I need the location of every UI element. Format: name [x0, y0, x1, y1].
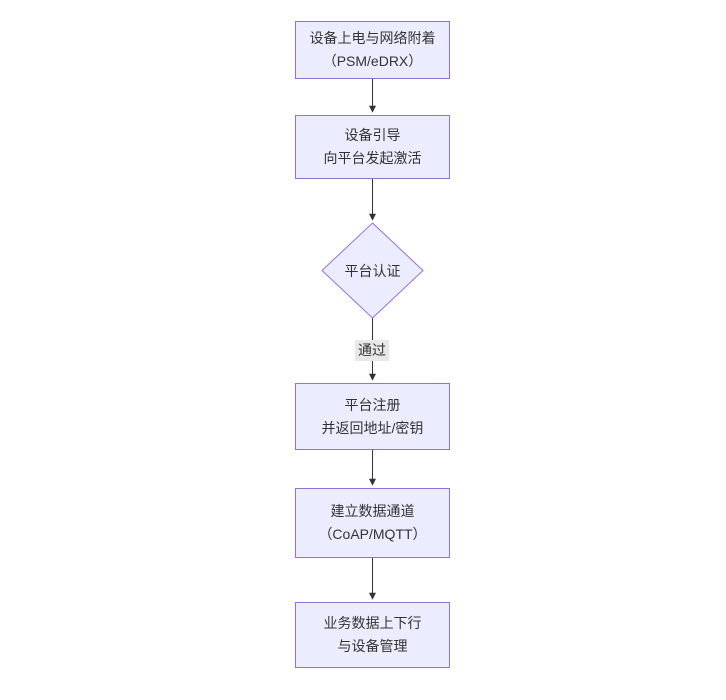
node-register-line1: 平台注册: [344, 396, 401, 413]
node-channel: 建立数据通道 （CoAP/MQTT）: [295, 488, 450, 558]
node-auth-label: 平台认证: [344, 262, 401, 279]
node-business-line2: 与设备管理: [337, 638, 408, 654]
edge-label-pass: 通过: [355, 340, 389, 361]
node-register: 平台注册 并返回地址/密钥: [295, 383, 450, 450]
node-bootstrap-line2: 向平台发起激活: [323, 150, 422, 166]
auth-decision-shape: [321, 222, 424, 319]
node-power-on-line1: 设备上电与网络附着: [309, 30, 436, 46]
node-power-on: 设备上电与网络附着 （PSM/eDRX）: [295, 21, 450, 79]
node-channel-line1: 建立数据通道: [330, 503, 415, 519]
node-business-line1: 业务数据上下行: [323, 615, 422, 631]
node-bootstrap-line1: 设备引导: [344, 127, 401, 143]
node-register-line2: 并返回地址/密钥: [321, 419, 424, 436]
node-business: 业务数据上下行 与设备管理: [295, 602, 450, 668]
node-power-on-line2: （PSM/eDRX）: [322, 53, 423, 69]
node-bootstrap: 设备引导 向平台发起激活: [295, 115, 450, 179]
node-channel-line2: （CoAP/MQTT）: [318, 526, 427, 542]
